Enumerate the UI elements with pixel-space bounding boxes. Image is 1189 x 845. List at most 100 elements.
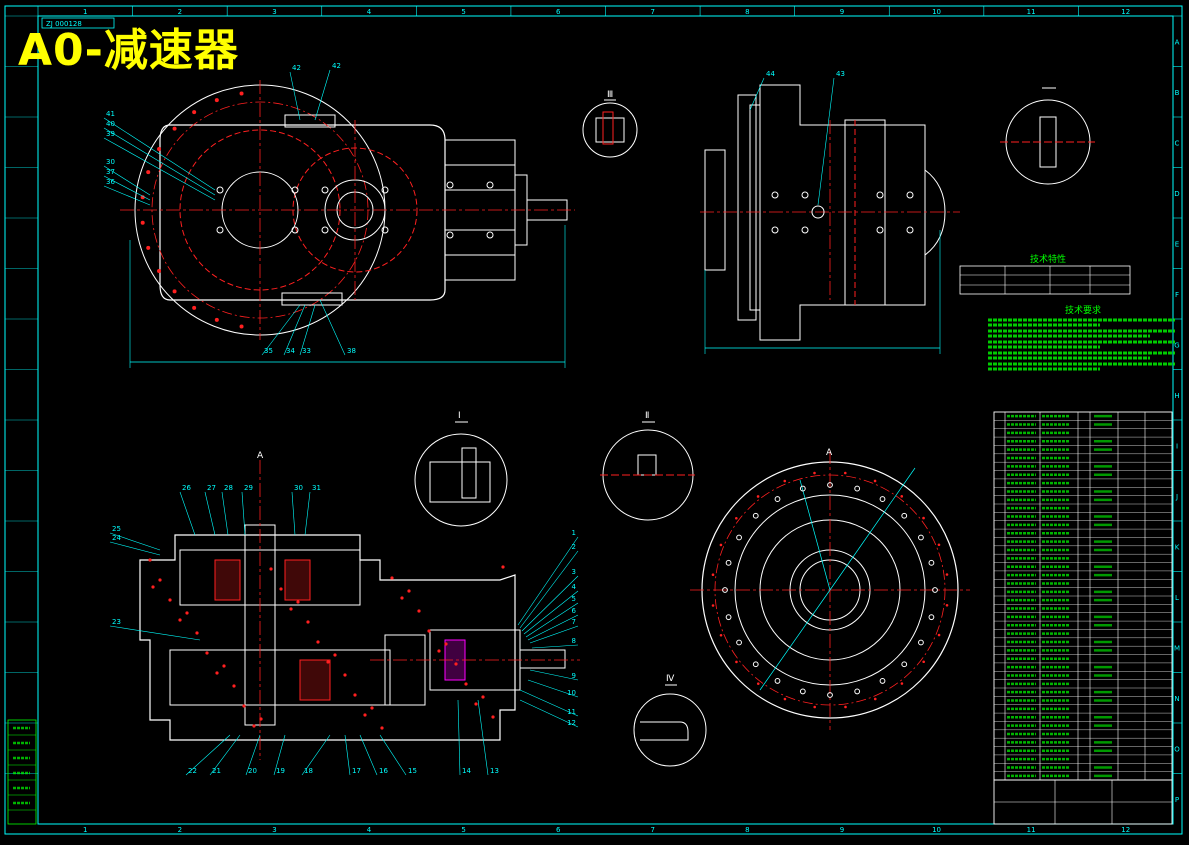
detail-view-i (414, 421, 508, 527)
leader-line (291, 491, 296, 536)
bolt-boss (321, 186, 329, 194)
leader-label: 19 (276, 767, 285, 775)
leader-line (521, 575, 579, 632)
detail-view-iv (633, 684, 707, 767)
side-bolt (876, 191, 884, 199)
section-dot (326, 660, 330, 664)
leader-line (109, 532, 161, 551)
bottom-rim-dot (945, 603, 949, 607)
bottom-bolt (752, 661, 759, 668)
bolt-hole (214, 98, 219, 103)
bottom-bolt (827, 692, 833, 698)
bottom-bolt (879, 496, 886, 502)
leader-label: 25 (112, 525, 121, 533)
section-dot (454, 662, 458, 666)
row-label-right: A (1175, 38, 1180, 46)
bottom-rim-dot (756, 682, 760, 685)
leader-line (301, 734, 331, 776)
row-label-right: E (1175, 240, 1179, 248)
side-bolt (801, 191, 809, 199)
row-label-right: L (1175, 594, 1179, 602)
detail-label-iii: Ⅲ (607, 90, 613, 100)
section-dot (437, 649, 441, 653)
inner-border (37, 15, 1174, 825)
column-label-bottom: 2 (178, 826, 182, 834)
leader-label: 5 (572, 595, 576, 603)
column-label-top: 6 (556, 8, 561, 16)
side-view (700, 84, 960, 354)
column-label-top: 7 (651, 8, 655, 16)
section-dot (370, 706, 374, 710)
leader-line (523, 590, 579, 635)
section-dot (242, 704, 246, 708)
bottom-bolt (854, 485, 861, 492)
row-label-right: G (1174, 341, 1179, 349)
bottom-rim-dot (937, 543, 941, 547)
section-bolt-marks (148, 558, 505, 730)
column-label-top: 8 (745, 8, 749, 16)
drain-plate (281, 292, 343, 306)
parts-list-table (993, 411, 1173, 825)
bottom-rim-dot (783, 697, 787, 701)
section-dot (407, 589, 411, 593)
bottom-diag-line (759, 589, 831, 691)
bolt-boss (381, 226, 389, 234)
side-cover (844, 119, 886, 306)
leader-label: 44 (766, 70, 775, 78)
section-dot (296, 600, 300, 604)
detail-top-circle (582, 102, 638, 158)
leader-label: 6 (572, 607, 577, 615)
detail-label-i: Ⅰ (458, 411, 461, 421)
detail-view-right (1000, 87, 1095, 185)
side-endcap (924, 169, 946, 256)
leader-label: 18 (304, 767, 313, 775)
bolt-hole (146, 170, 151, 175)
row-label-right: H (1174, 392, 1179, 400)
sheet-title: A0-减速器 (18, 25, 239, 76)
leader-label: 9 (572, 672, 576, 680)
row-label-right: B (1175, 89, 1180, 97)
bottom-rim-dot (719, 633, 723, 637)
leader-line (109, 625, 201, 641)
column-label-top: 3 (272, 8, 276, 16)
drawing-tag: ZJ 000128 (46, 20, 82, 28)
leader-line (517, 536, 579, 626)
leader-label: 12 (567, 719, 576, 727)
column-label-bottom: 3 (272, 826, 276, 834)
leader-label: 30 (294, 484, 303, 492)
section-dot (168, 598, 172, 602)
detail-top-bolt (602, 111, 614, 145)
section-dot (148, 558, 152, 562)
side-shaft-end (811, 205, 825, 219)
bottom-bolt (918, 534, 924, 541)
bottom-bolt (736, 639, 742, 646)
leader-label: 3 (572, 568, 576, 576)
leader-label: 35 (264, 347, 273, 355)
bolt-boss (486, 231, 494, 239)
leader-line (103, 127, 216, 196)
section-dot (222, 664, 226, 668)
section-dot (279, 587, 283, 591)
leader-label: 33 (302, 347, 311, 355)
bottom-rim-dot (711, 573, 715, 577)
section-dot (390, 576, 394, 580)
leader-label: 8 (572, 637, 576, 645)
bottom-rim-dot (735, 660, 738, 664)
section-dot (158, 578, 162, 582)
bolt-boss (321, 226, 329, 234)
bottom-radius-line (829, 467, 916, 591)
leader-line (209, 734, 241, 776)
leader-line (261, 304, 301, 356)
bottom-bolt (827, 482, 833, 488)
section-dot (178, 618, 182, 622)
section-dot (474, 702, 478, 706)
bolt-boss (216, 226, 224, 234)
section-dot (232, 684, 236, 688)
leader-label: 38 (347, 347, 356, 355)
bottom-bolt (932, 587, 938, 593)
bolt-hole (192, 110, 197, 115)
leader-label: 7 (572, 618, 576, 626)
bottom-bolt (901, 512, 908, 519)
bolt-hole (140, 195, 145, 200)
